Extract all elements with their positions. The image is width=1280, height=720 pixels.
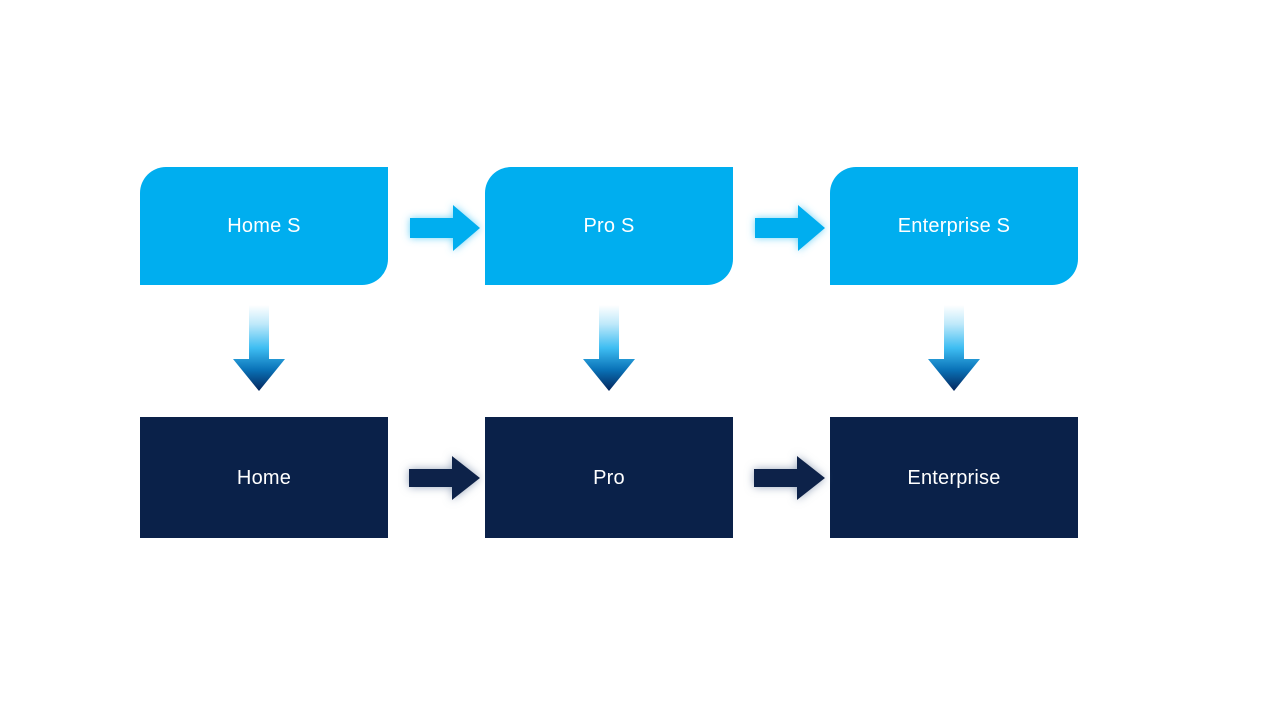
node-label-enterprise: Enterprise [907, 466, 1001, 489]
arrow-pro-s-to-enterprise-s [750, 200, 830, 256]
arrow-enterprise-s-to-enterprise [923, 305, 985, 393]
node-pro-s[interactable]: Pro S [485, 167, 733, 285]
node-label-home-s: Home S [227, 215, 301, 237]
node-label-pro-s: Pro S [583, 215, 635, 237]
node-label-pro: Pro [593, 466, 625, 489]
arrow-home-s-to-home [228, 305, 290, 393]
node-home-s[interactable]: Home S [140, 167, 388, 285]
arrow-home-s-to-pro-s [405, 200, 485, 256]
node-home[interactable]: Home [140, 417, 388, 538]
node-label-enterprise-s: Enterprise S [897, 215, 1011, 237]
arrow-home-to-pro [403, 450, 485, 506]
node-enterprise[interactable]: Enterprise [830, 417, 1078, 538]
node-label-home: Home [236, 466, 292, 489]
node-enterprise-s[interactable]: Enterprise S [830, 167, 1078, 285]
node-pro[interactable]: Pro [485, 417, 733, 538]
arrow-pro-s-to-pro [578, 305, 640, 393]
arrow-pro-to-enterprise [748, 450, 830, 506]
